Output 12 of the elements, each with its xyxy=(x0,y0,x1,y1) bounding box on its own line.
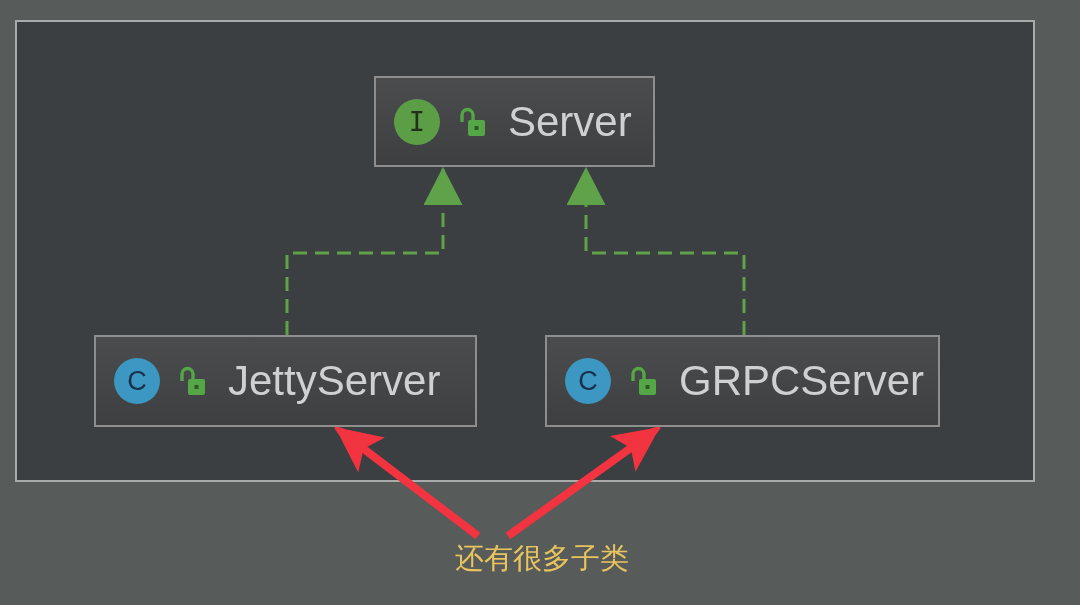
dashed-arrow xyxy=(285,167,463,335)
interface-marker: I xyxy=(394,98,440,145)
dashed-arrow xyxy=(566,167,746,335)
class-name: GRPCServer xyxy=(679,356,925,406)
class-box xyxy=(374,76,655,167)
class-marker: C xyxy=(114,358,160,404)
class-box xyxy=(94,335,477,427)
class-box xyxy=(545,335,940,427)
annotation-text: 还有很多子类 xyxy=(452,536,632,580)
class-name: JettyServer xyxy=(228,356,441,406)
class-marker: C xyxy=(565,358,611,404)
class-name: Server xyxy=(508,96,632,147)
